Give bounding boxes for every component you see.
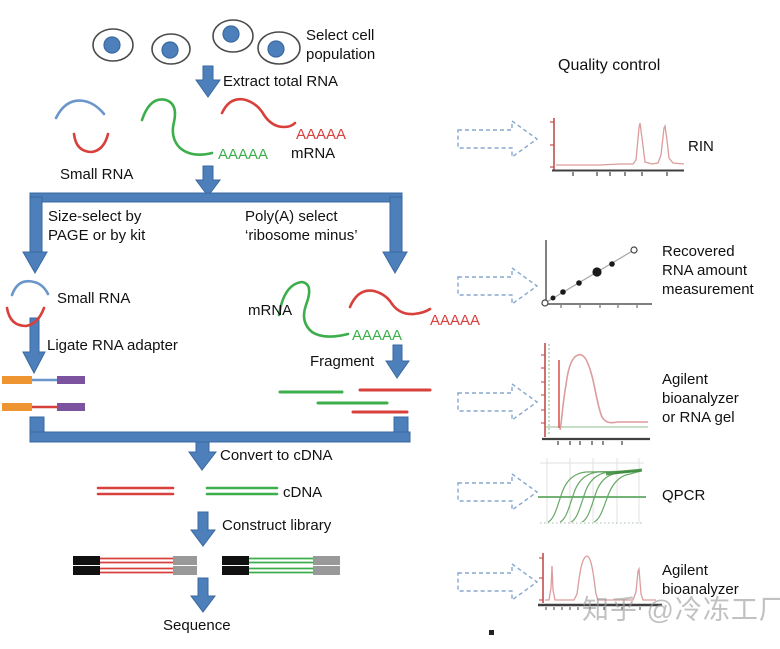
split-bar [29, 192, 403, 203]
adapter-ligated-rna-icon [2, 376, 85, 411]
small-rna-blue-squiggle-top [54, 99, 106, 120]
dashed-arrow-bioanalyzer [457, 382, 539, 422]
polya-tail-red-mid: AAAAA [430, 312, 481, 329]
polya-tail-red-top: AAAAA [296, 126, 347, 143]
rin-plot [550, 118, 685, 176]
mrna-top-label: mRNA [291, 145, 336, 162]
small-rna-red-squiggle-mid [5, 306, 46, 328]
qc-bioanalyzer2-label: Agilent bioanalyzer [662, 562, 739, 598]
qc-recovered-label: Recovered RNA amount measurement [662, 243, 754, 298]
dashed-arrow-recovered [457, 266, 539, 306]
small-rna-mid-label: Small RNA [57, 290, 131, 307]
qc-qpcr-label: QPCR [662, 487, 706, 504]
mrna-green-squiggle-mid [277, 280, 350, 338]
merge-bracket [29, 416, 411, 471]
arrow-fragment [385, 344, 410, 379]
arrow-extract-rna [195, 65, 221, 98]
size-select-label: Size-select by PAGE or by kit [48, 208, 146, 244]
dashed-arrow-qpcr [457, 472, 539, 512]
sequence-label: Sequence [163, 617, 231, 634]
fragment-label: Fragment [310, 353, 375, 370]
cdna-strands-icon [96, 486, 279, 496]
arrow-sequence [190, 577, 216, 613]
arrow-small-rna-down [22, 317, 46, 375]
cdna-label: cDNA [283, 484, 323, 501]
library-constructs-icon [73, 556, 340, 575]
ligate-adapter-label: Ligate RNA adapter [47, 337, 178, 354]
small-rna-red-squiggle-top [72, 132, 110, 154]
recovered-rna-plot [541, 240, 652, 308]
stray-dot [489, 630, 494, 635]
qc-rin-label: RIN [688, 138, 714, 155]
arrow-to-split [195, 165, 221, 197]
convert-cdna-label: Convert to cDNA [220, 447, 333, 464]
extract-rna-label: Extract total RNA [223, 73, 339, 90]
rna-fragments-icon [278, 388, 432, 414]
polya-tail-green-mid: AAAAA [352, 327, 403, 344]
mrna-red-squiggle-mid [348, 289, 432, 316]
mrna-red-squiggle-top [220, 98, 297, 129]
dashed-arrow-rin [457, 119, 539, 159]
qpcr-plot [538, 458, 646, 524]
polya-tail-green-top: AAAAA [218, 146, 269, 163]
zhihu-watermark: 知乎 @冷冻工厂 [582, 595, 780, 625]
qc-bioanalyzer-label: Agilent bioanalyzer or RNA gel [662, 371, 739, 426]
cell-population-icon [92, 19, 301, 65]
mrna-green-squiggle-top [140, 98, 214, 156]
polya-select-label: Poly(A) select ‘ribosome minus’ [245, 208, 358, 244]
select-cell-label: Select cell population [306, 27, 376, 63]
mrna-mid-label: mRNA [248, 302, 293, 319]
quality-control-title: Quality control [558, 57, 661, 74]
arrow-construct-library [190, 511, 216, 547]
small-rna-blue-squiggle-mid [10, 280, 50, 297]
dashed-arrow-bioanalyzer2 [457, 562, 539, 602]
construct-library-label: Construct library [222, 517, 332, 534]
small-rna-top-label: Small RNA [60, 166, 134, 183]
bioanalyzer-smear-plot [541, 343, 650, 445]
library-bioanalyzer-plot [538, 553, 662, 610]
